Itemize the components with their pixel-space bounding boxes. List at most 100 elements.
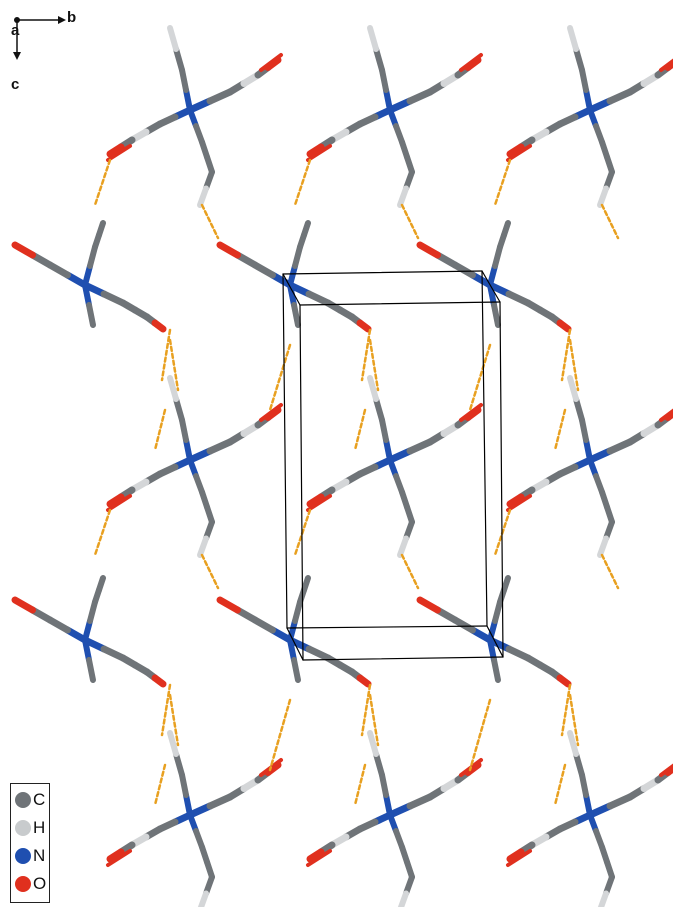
axis-label-c: c	[11, 76, 20, 93]
cell-edge	[499, 301, 504, 658]
nitrogen-swatch-icon	[15, 848, 31, 864]
molecule	[306, 730, 483, 907]
bond-b	[96, 575, 106, 593]
bond-a	[386, 802, 414, 819]
bond-b	[567, 375, 579, 402]
hydrogen-bond	[468, 343, 492, 412]
bond-b	[379, 417, 389, 443]
molecule	[416, 220, 572, 333]
molecule	[216, 575, 372, 688]
cell-edge	[481, 270, 501, 303]
hydrogen-bond	[353, 408, 367, 452]
bond-b	[501, 220, 511, 238]
bond-b	[406, 793, 434, 810]
cell-edge	[282, 270, 483, 275]
bond-b	[367, 25, 379, 52]
bond-b	[151, 319, 167, 333]
bond-b	[464, 406, 482, 421]
molecule	[506, 730, 673, 907]
hydrogen-bond	[200, 203, 220, 240]
unit-cell	[282, 270, 504, 661]
bond-b	[264, 56, 282, 71]
molecule	[306, 375, 483, 558]
bond-b	[501, 575, 511, 593]
bond-b	[264, 761, 282, 776]
hydrogen-swatch-icon	[15, 820, 31, 836]
bond-b	[567, 730, 579, 757]
bond-double	[506, 849, 532, 867]
bond-double	[106, 144, 132, 162]
hydrogen-bond	[353, 763, 367, 807]
hydrogen-bond	[553, 408, 567, 452]
bond-b	[606, 88, 634, 105]
legend-label: H	[33, 818, 46, 837]
bond-a	[573, 46, 585, 73]
molecule-layer	[11, 25, 673, 907]
legend-label: O	[33, 874, 47, 893]
hydrogen-bond	[268, 343, 292, 412]
cell-edge	[481, 270, 488, 627]
bond-b	[179, 772, 189, 798]
cell-edge	[282, 273, 301, 306]
bond-b	[397, 890, 409, 907]
bond-b	[556, 674, 572, 688]
bond-a	[586, 802, 614, 819]
bond-a	[373, 46, 385, 73]
bond-double	[659, 763, 673, 777]
bond-a	[186, 802, 214, 819]
bond-b	[96, 220, 106, 238]
bond-b	[206, 88, 234, 105]
cell-edge	[286, 627, 304, 661]
bond-a	[573, 751, 585, 778]
bond-b	[100, 290, 127, 307]
hydrogen-bond	[553, 763, 567, 807]
hydrogen-bond	[360, 328, 372, 382]
cell-edge	[299, 301, 501, 306]
bond-double	[659, 408, 673, 422]
molecule	[11, 220, 167, 333]
hydrogen-bond	[153, 408, 167, 452]
carbon-swatch-icon	[15, 792, 31, 808]
bond-b	[664, 764, 673, 776]
bond-b	[179, 417, 189, 443]
bond-a	[373, 396, 385, 423]
cell-edge	[286, 625, 488, 629]
legend-item-carbon: C	[13, 788, 49, 814]
bond-a	[173, 751, 185, 778]
cell-edge	[302, 656, 504, 661]
hydrogen-bond	[93, 158, 112, 207]
bond-b	[206, 793, 234, 810]
bond-b	[492, 244, 503, 269]
hydrogen-bond	[93, 508, 112, 557]
bond-b	[397, 185, 409, 208]
bond-double	[259, 403, 283, 422]
legend-item-oxygen: O	[13, 872, 49, 898]
bond-b	[151, 674, 167, 688]
bond-double	[459, 53, 483, 72]
axis-label-b: b	[67, 9, 77, 26]
bond-b	[506, 143, 525, 158]
bond-b	[291, 657, 301, 683]
bond-b	[216, 596, 241, 614]
hydrogen-bond	[293, 158, 312, 207]
b-axis-arrowhead	[58, 16, 66, 24]
bond-b	[579, 67, 589, 93]
molecule	[106, 730, 283, 907]
bond-b	[301, 575, 311, 593]
hydrogen-bond	[568, 338, 580, 392]
bond-b	[11, 596, 36, 614]
hydrogen-bond	[268, 698, 292, 772]
hydrogen-bond	[168, 338, 180, 392]
bond-b	[416, 241, 441, 259]
bond-b	[305, 645, 332, 662]
hydrogen-bond	[600, 553, 620, 590]
bond-double	[659, 58, 673, 72]
bond-b	[606, 438, 634, 455]
bond-b	[505, 290, 532, 307]
bond-b	[167, 375, 179, 402]
bond-b	[264, 406, 282, 421]
bond-double	[306, 144, 332, 162]
bond-b	[100, 645, 127, 662]
bond-b	[567, 25, 579, 52]
